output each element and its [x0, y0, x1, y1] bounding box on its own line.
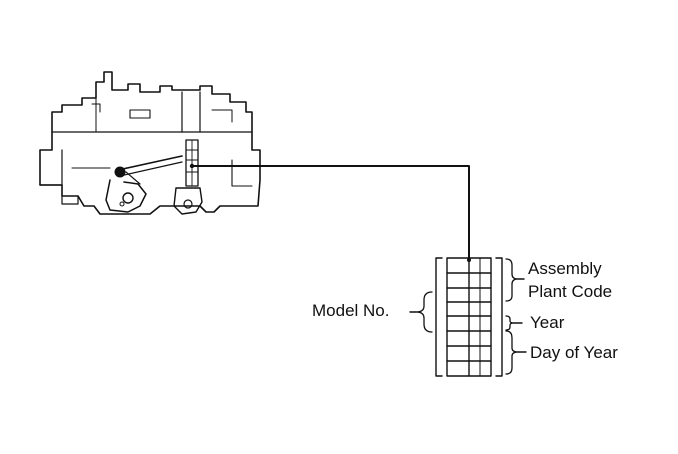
- throttle-linkage: [105, 155, 203, 215]
- plate-brackets: [435, 257, 503, 377]
- leader-origin-dot: [189, 163, 195, 169]
- year-brace: [505, 315, 515, 331]
- stamp-location: [185, 139, 199, 187]
- code-plate: [446, 257, 492, 377]
- model-no-brace: [415, 291, 433, 333]
- year-label: Year: [530, 313, 565, 332]
- assembly-plant-code-label-line1: Assembly: [528, 259, 602, 278]
- plate-junction-dot: [467, 258, 471, 262]
- day-of-year-brace: [505, 330, 519, 375]
- day-of-year-label: Day of Year: [530, 343, 618, 362]
- leader-line: [191, 165, 470, 259]
- model-no-label: Model No.: [312, 301, 390, 320]
- carburetor-body: [39, 71, 261, 215]
- assembly-plant-brace: [505, 258, 519, 302]
- throttle-ball: [114, 166, 126, 178]
- assembly-plant-code-label-line2: Plant Code: [528, 282, 613, 301]
